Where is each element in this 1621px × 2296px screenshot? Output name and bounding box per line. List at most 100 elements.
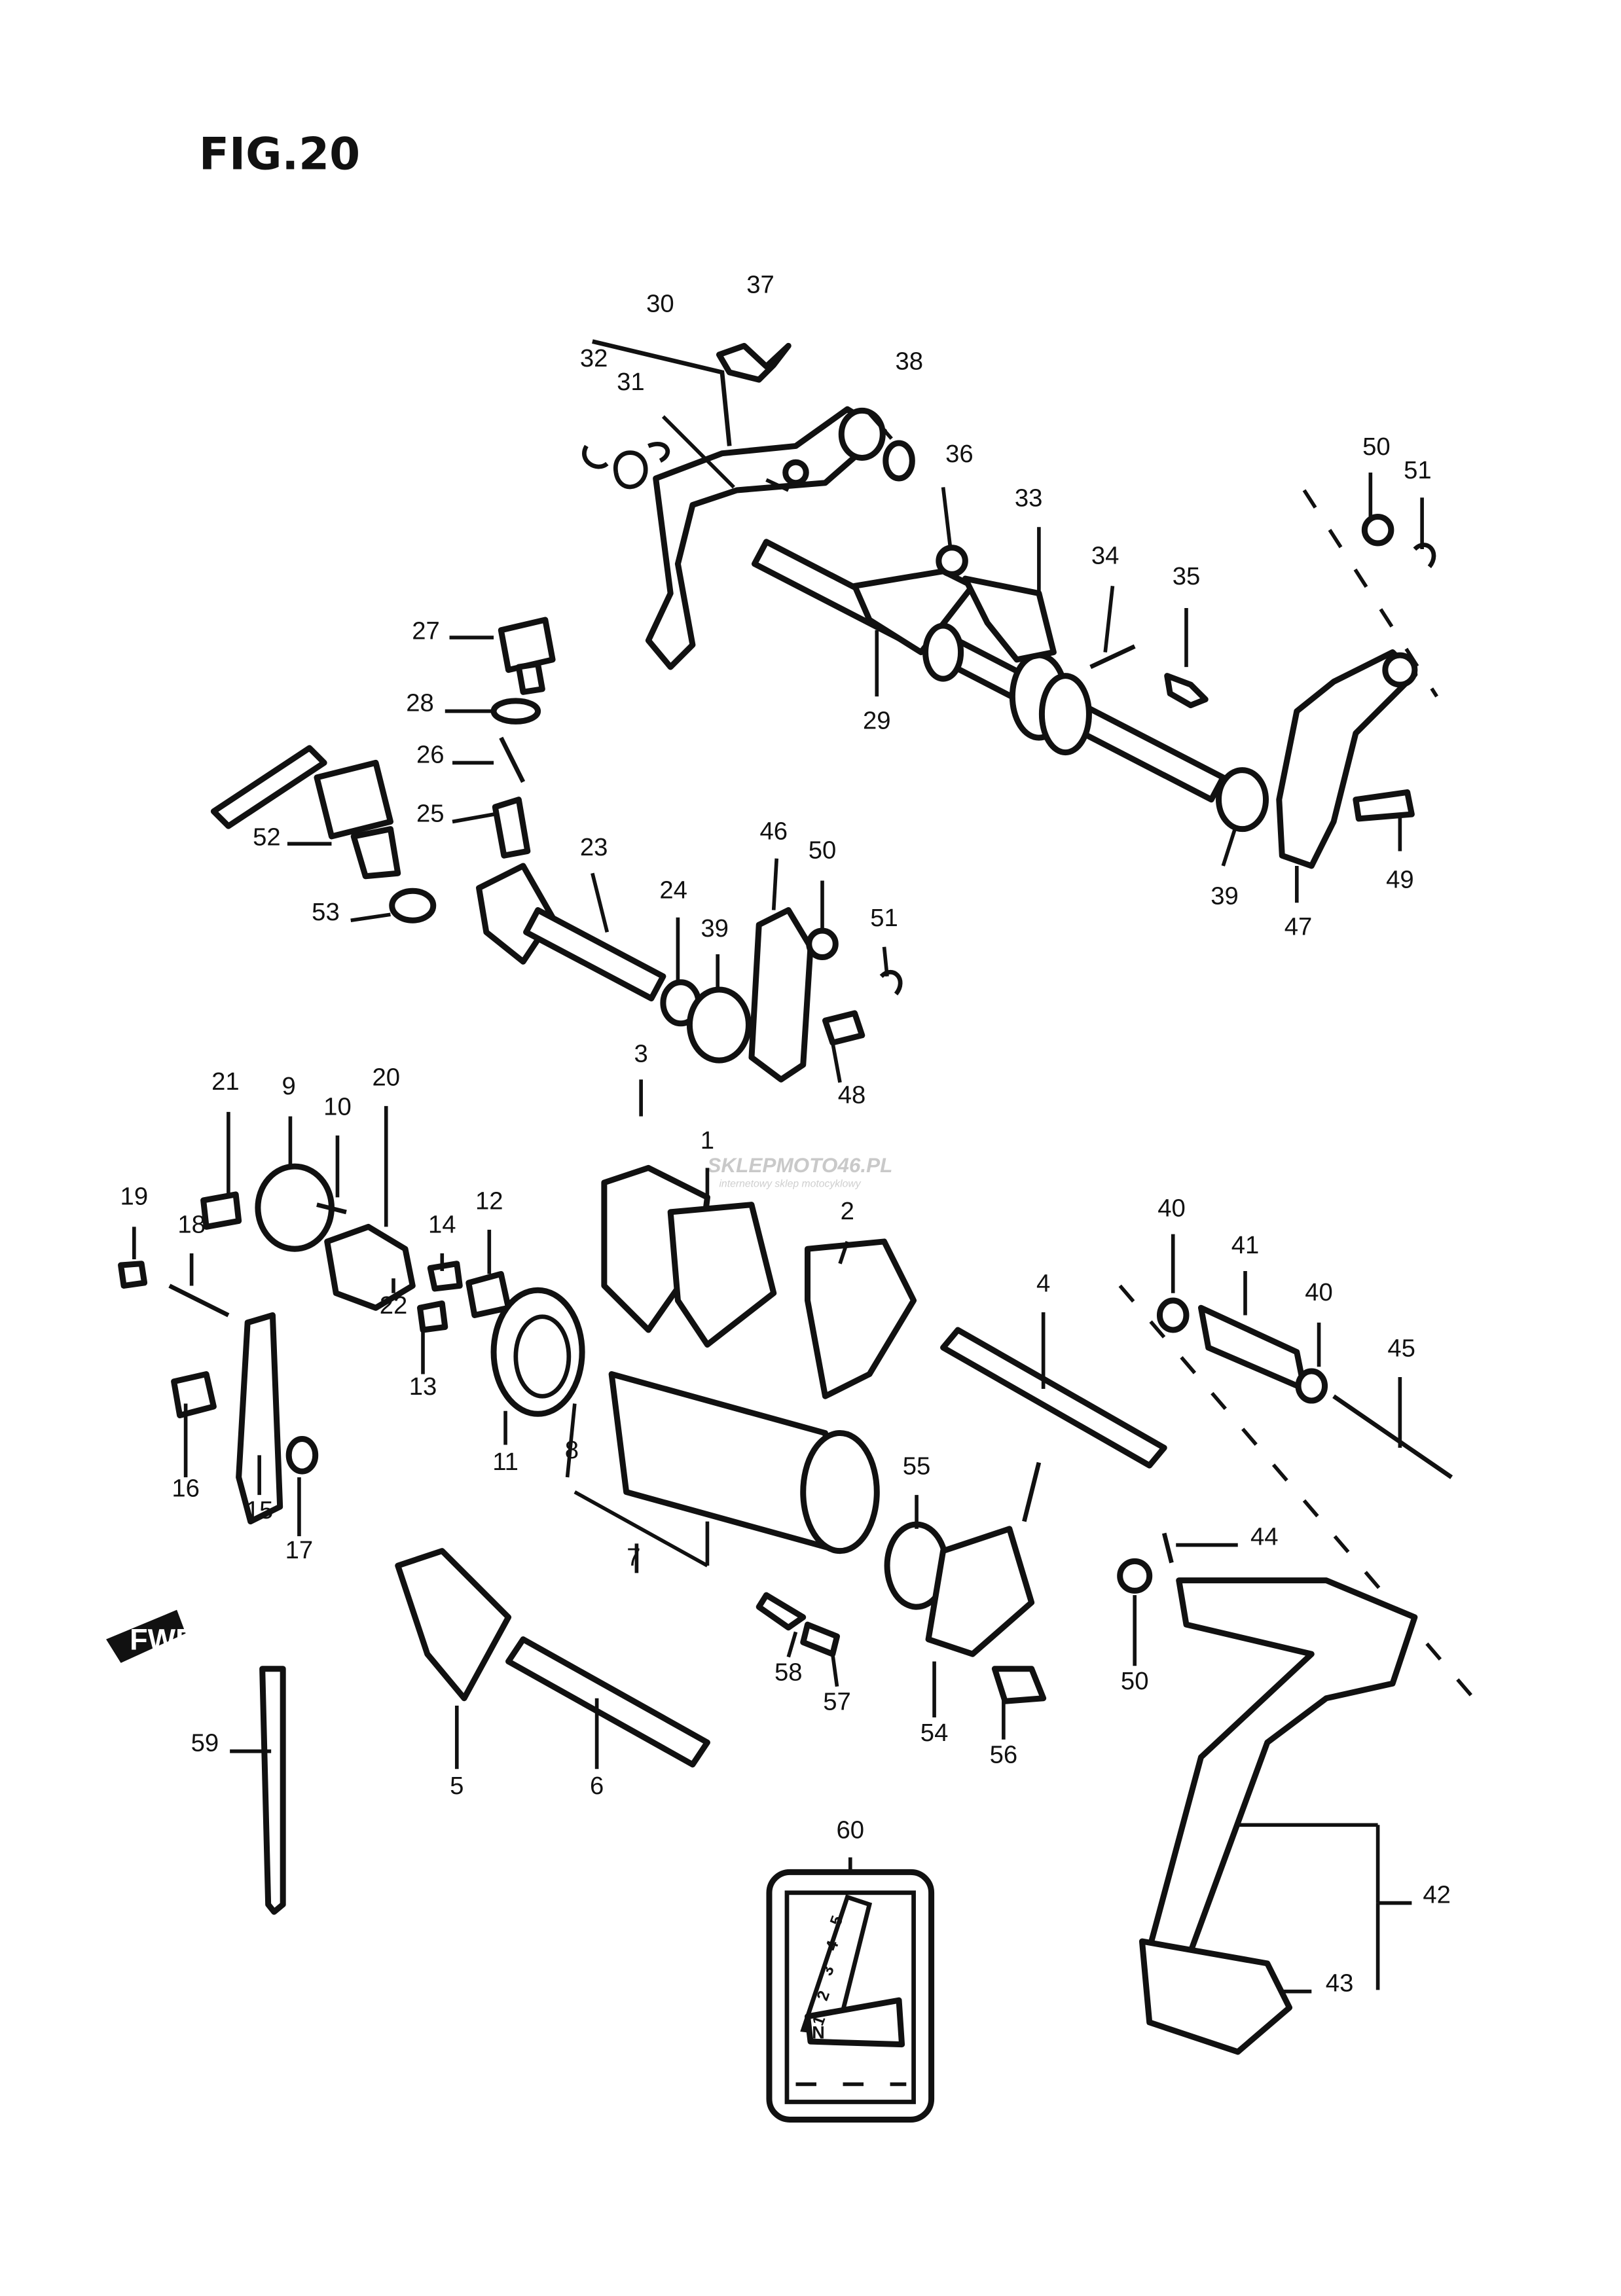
shift-lever-assembly <box>582 339 915 670</box>
part-callout: 33 <box>1015 484 1043 512</box>
cam-and-stopper-group <box>118 1163 512 1525</box>
part-callout: 45 <box>1387 1335 1415 1363</box>
cable-tie <box>259 1666 286 1915</box>
part-callout: 53 <box>312 898 340 926</box>
part-callout: 24 <box>659 876 687 904</box>
forward-label: FWD <box>130 1623 196 1656</box>
part-callout: 60 <box>837 1816 865 1844</box>
forward-arrow: FWD <box>106 1609 197 1663</box>
part-callout: 39 <box>1211 882 1239 910</box>
part-callout: 23 <box>580 833 608 861</box>
watermark-tagline: internetowy sklep motocyklowy <box>719 1179 861 1190</box>
part-callout: 51 <box>870 904 898 932</box>
part-callout: 56 <box>990 1741 1018 1769</box>
leader-line <box>882 946 889 977</box>
part-callout: 52 <box>253 823 281 851</box>
shift-drum-shaft <box>476 863 903 1083</box>
leader-line <box>867 412 893 440</box>
part-callout: 51 <box>1404 456 1432 484</box>
leader-line <box>765 478 790 492</box>
part-callout: 19 <box>120 1183 149 1211</box>
leader-line <box>452 812 494 824</box>
part-callout: 59 <box>191 1729 219 1757</box>
neutral-switch-group <box>210 617 556 924</box>
part-callout: 50 <box>1362 433 1391 461</box>
part-callout: 26 <box>416 740 445 768</box>
part-callout: 15 <box>246 1496 274 1524</box>
part-callout: 57 <box>823 1688 851 1716</box>
part-callout: 40 <box>1157 1194 1186 1223</box>
part-callout: 41 <box>1231 1231 1260 1259</box>
part-callout: 25 <box>416 799 445 827</box>
part-callout: 9 <box>282 1072 296 1100</box>
part-callout: 36 <box>945 440 974 468</box>
part-callout: 46 <box>759 817 788 845</box>
part-callout: 39 <box>701 914 729 942</box>
part-callout: 49 <box>1386 866 1414 894</box>
leader-line <box>830 1653 839 1687</box>
part-callout: 21 <box>211 1067 240 1096</box>
leader-line <box>350 912 391 923</box>
part-callout: 22 <box>380 1291 408 1319</box>
part-callout: 43 <box>1326 1969 1354 1998</box>
neutral-label: N <box>812 2023 825 2043</box>
shift-arm <box>1276 489 1439 869</box>
part-callout: 12 <box>475 1187 503 1215</box>
figure-title: FIG.20 <box>199 128 360 179</box>
leader-line <box>591 872 610 933</box>
leader-line <box>1221 828 1237 867</box>
part-callout: 18 <box>177 1210 206 1238</box>
part-callout: 13 <box>409 1372 437 1401</box>
part-callout: 48 <box>838 1081 866 1109</box>
part-callout: 34 <box>1091 542 1120 570</box>
part-callout: 58 <box>774 1659 803 1687</box>
leader-line <box>661 415 735 489</box>
part-callout: 40 <box>1305 1278 1333 1306</box>
watermark-brand: SKLEPMOTO46.PL <box>707 1153 892 1177</box>
part-callout: 11 <box>492 1448 519 1476</box>
part-callout: 16 <box>172 1474 200 1502</box>
part-callout: 28 <box>406 689 434 717</box>
part-callout: 42 <box>1423 1881 1451 1909</box>
leader-line <box>574 1490 708 1568</box>
shift-drum-and-forks <box>395 1164 1167 1768</box>
part-callout: 47 <box>1284 913 1313 941</box>
part-callout: 20 <box>372 1063 400 1091</box>
gearshift-shaft <box>751 539 1269 833</box>
leader-line <box>830 1042 842 1083</box>
part-callout: 30 <box>646 290 674 318</box>
gear-indicator-plate <box>766 1869 935 2123</box>
part-callout: 5 <box>450 1772 464 1800</box>
part-callout: 7 <box>627 1543 640 1571</box>
leader-line <box>838 1241 849 1265</box>
part-callout: 6 <box>590 1772 604 1800</box>
part-callout: 32 <box>580 344 608 372</box>
part-callout: 10 <box>323 1092 352 1121</box>
part-callout: 3 <box>634 1039 648 1067</box>
part-callout: 31 <box>617 368 645 396</box>
leader-line <box>771 858 779 910</box>
part-callout: 14 <box>428 1210 456 1238</box>
part-callout: 1 <box>701 1126 714 1155</box>
part-callout: 38 <box>896 347 924 375</box>
part-callout: 37 <box>746 270 774 298</box>
leader-line <box>941 487 953 550</box>
leader-lines <box>132 412 1424 1994</box>
part-callout: 27 <box>412 617 440 645</box>
part-callout: 54 <box>920 1719 949 1747</box>
part-callout: 2 <box>841 1197 854 1225</box>
leader-line <box>1103 585 1115 653</box>
part-callout: 44 <box>1250 1523 1279 1551</box>
part-callout: 8 <box>565 1436 579 1464</box>
part-callout: 29 <box>863 707 891 735</box>
part-callout: 17 <box>285 1536 314 1564</box>
part-callout: 4 <box>1036 1269 1050 1297</box>
part-callout: 50 <box>809 836 837 865</box>
part-callout: 35 <box>1173 562 1201 590</box>
part-callout: 50 <box>1121 1667 1149 1695</box>
part-callout: 55 <box>903 1452 931 1480</box>
leader-line <box>786 1631 798 1658</box>
